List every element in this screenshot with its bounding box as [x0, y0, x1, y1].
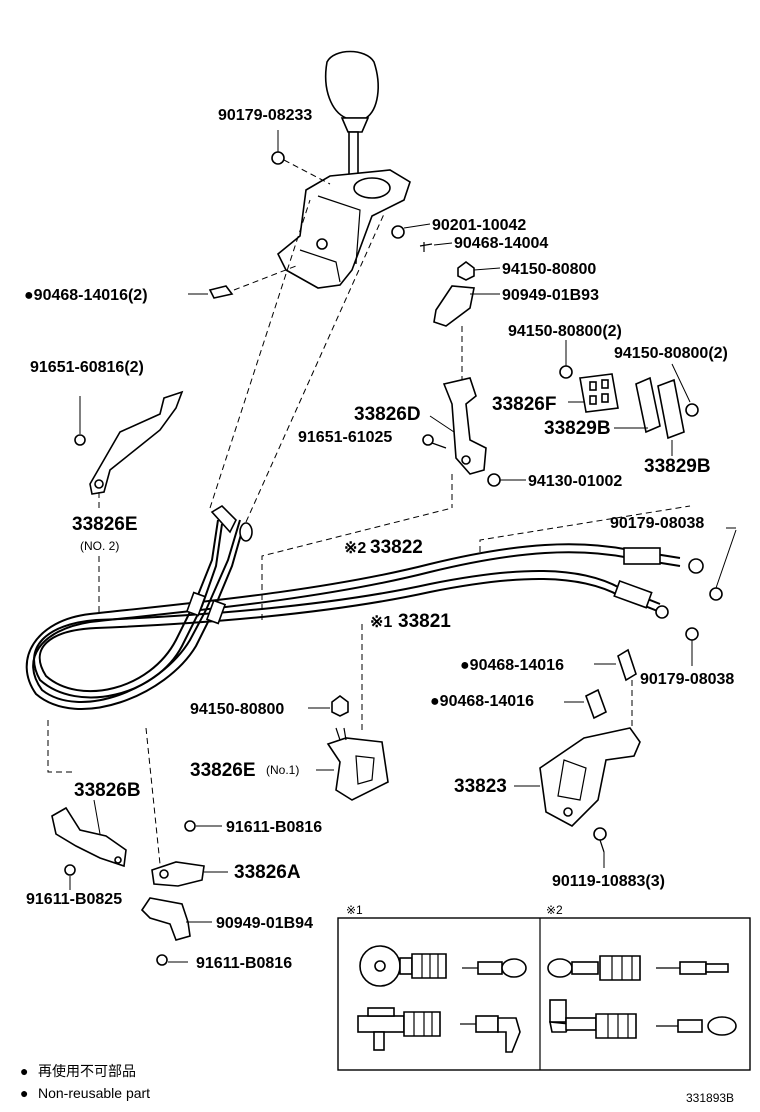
bracket-33826E-no2 [74, 390, 184, 612]
bolt-91611-B0825 [64, 864, 76, 890]
nut-94150-80800-pair-right [671, 363, 699, 417]
bracket-33826A [145, 727, 228, 887]
nut-94150-80800-top [457, 261, 501, 281]
label-90201-10042: 90201-10042 [432, 217, 526, 234]
bolt-91611-B0816-b [156, 954, 188, 966]
label-33822: 33822 [370, 537, 423, 558]
retainer-90949-01B94 [140, 897, 212, 941]
label-91651-60816-2: 91651-60816(2) [30, 359, 144, 376]
label-90179-08038-a: 90179-08038 [610, 515, 704, 532]
label-90949-01B93: 90949-01B93 [502, 287, 599, 304]
label-clip-90468-14016-b: ●90468-14016 [430, 693, 534, 710]
bolt-91611-B0816-a [184, 820, 222, 832]
label-90179-08038-b: 90179-08038 [640, 671, 734, 688]
label-33822-mark: ※2 [344, 540, 366, 557]
bolt-90119-10883 [593, 827, 607, 868]
bracket-33826B [47, 720, 127, 868]
label-94150-80800-2-left: 94150-80800(2) [508, 323, 622, 340]
label-33821: 33821 [398, 611, 451, 632]
label-91611-B0825: 91611-B0825 [26, 891, 122, 908]
clip-90468-14016-a [594, 648, 637, 726]
nut-94150-80800-pair-left [559, 340, 573, 379]
bracket-33829B-b [657, 378, 685, 456]
label-90119-10883-3: 90119-10883(3) [552, 873, 665, 890]
label-clip-90468-14016-a: ●90468-14016 [460, 657, 564, 674]
label-33826D: 33826D [354, 404, 421, 425]
label-33829B-b: 33829B [644, 456, 711, 477]
shift-lever-assembly [276, 50, 411, 289]
pin-90468-14004 [419, 242, 453, 252]
bracket-33826F [568, 373, 619, 413]
clip-90468-14016 [188, 265, 297, 299]
nut-90179-08038-a [709, 527, 737, 601]
label-91611-B0816-a: 91611-B0816 [226, 819, 322, 836]
cable-33821 [33, 519, 669, 699]
label-33821-mark: ※1 [370, 614, 392, 631]
label-33826A: 33826A [234, 862, 301, 883]
bolt-91651-61025 [422, 434, 447, 449]
label-94150-80800-2-right: 94150-80800(2) [614, 345, 728, 362]
retainer-90949-01B93 [433, 285, 500, 380]
label-91611-B0816-b: 91611-B0816 [196, 955, 292, 972]
legend-bullet-en: ● [20, 1085, 28, 1101]
label-33829B-a: 33829B [544, 418, 611, 439]
label-94150-80800-mid: 94150-80800 [190, 701, 284, 718]
part-labels: 90179-08233 90201-10042 90468-14004 ●904… [24, 107, 734, 972]
legend: ● 再使用不可部品 ● Non-reusable part 331893B [20, 1063, 734, 1105]
washer-94130-01002 [487, 473, 526, 487]
label-94150-80800: 94150-80800 [502, 261, 596, 278]
bracket-33826E-no1 [316, 727, 389, 801]
nut-94150-80800-mid [308, 695, 349, 717]
legend-text-cn: 再使用不可部品 [38, 1063, 136, 1079]
inset-mark-2: ※2 [546, 903, 563, 917]
bracket-33826D [429, 377, 487, 508]
cable-dash-guides [261, 505, 691, 730]
clip-90468-14016-b [564, 688, 607, 720]
legend-text-en: Non-reusable part [38, 1085, 150, 1101]
label-clip-90468-14016-2: ●90468-14016(2) [24, 287, 148, 304]
label-33826E-no2-note: (NO. 2) [80, 539, 119, 553]
label-91651-61025: 91651-61025 [298, 429, 392, 446]
legend-bullet-cn: ● [20, 1063, 28, 1079]
label-33826F: 33826F [492, 394, 556, 415]
label-90179-08233: 90179-08233 [218, 107, 312, 124]
label-90468-14004: 90468-14004 [454, 235, 548, 252]
knob-nut-90179-08233 [271, 130, 331, 185]
inset-mark-1: ※1 [346, 903, 363, 917]
label-33826E-no1: 33826E [190, 760, 256, 781]
bracket-33829B-a [614, 376, 661, 434]
bracket-33823 [514, 727, 641, 827]
inset-box [337, 917, 751, 1071]
label-33826E-no1-note: (No.1) [266, 763, 299, 777]
label-33826E-no2: 33826E [72, 514, 138, 535]
label-33823: 33823 [454, 776, 507, 797]
pin-90201-10042 [391, 223, 431, 239]
cable-upper-ends [185, 199, 385, 625]
diagram-id: 331893B [686, 1091, 734, 1105]
label-33826B: 33826B [74, 780, 141, 801]
nut-90179-08038-b [685, 627, 699, 666]
label-90949-01B94: 90949-01B94 [216, 915, 313, 932]
label-94130-01002: 94130-01002 [528, 473, 622, 490]
